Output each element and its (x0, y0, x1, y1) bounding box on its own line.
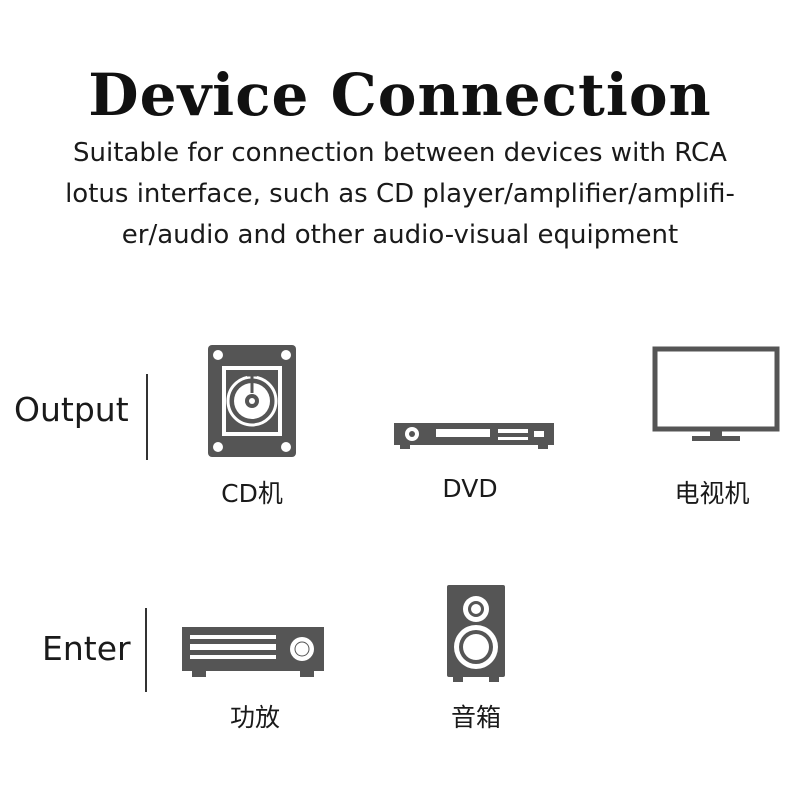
description-line: er/audio and other audio-visual equipmen… (121, 220, 679, 250)
amplifier-icon (182, 627, 324, 677)
description-line: Suitable for connection between devices … (73, 138, 727, 168)
device-caption: 音箱 (450, 703, 501, 732)
device-caption: CD机 (221, 479, 283, 508)
description: Suitable for connection between devices … (55, 133, 745, 256)
page-title: Device Connection (88, 60, 712, 129)
device-caption: DVD (442, 474, 498, 503)
tv-icon (652, 346, 780, 441)
output-divider (146, 374, 148, 460)
enter-row-label: Enter (42, 629, 131, 668)
enter-divider (145, 608, 147, 692)
cd-player-icon (208, 345, 296, 457)
description-line: lotus interface, such as CD player/ampli… (65, 179, 735, 209)
dvd-player-icon (394, 423, 554, 449)
device-caption: 电视机 (674, 479, 750, 508)
output-row-label: Output (14, 390, 129, 429)
device-caption: 功放 (229, 703, 280, 732)
speaker-icon (447, 585, 505, 682)
